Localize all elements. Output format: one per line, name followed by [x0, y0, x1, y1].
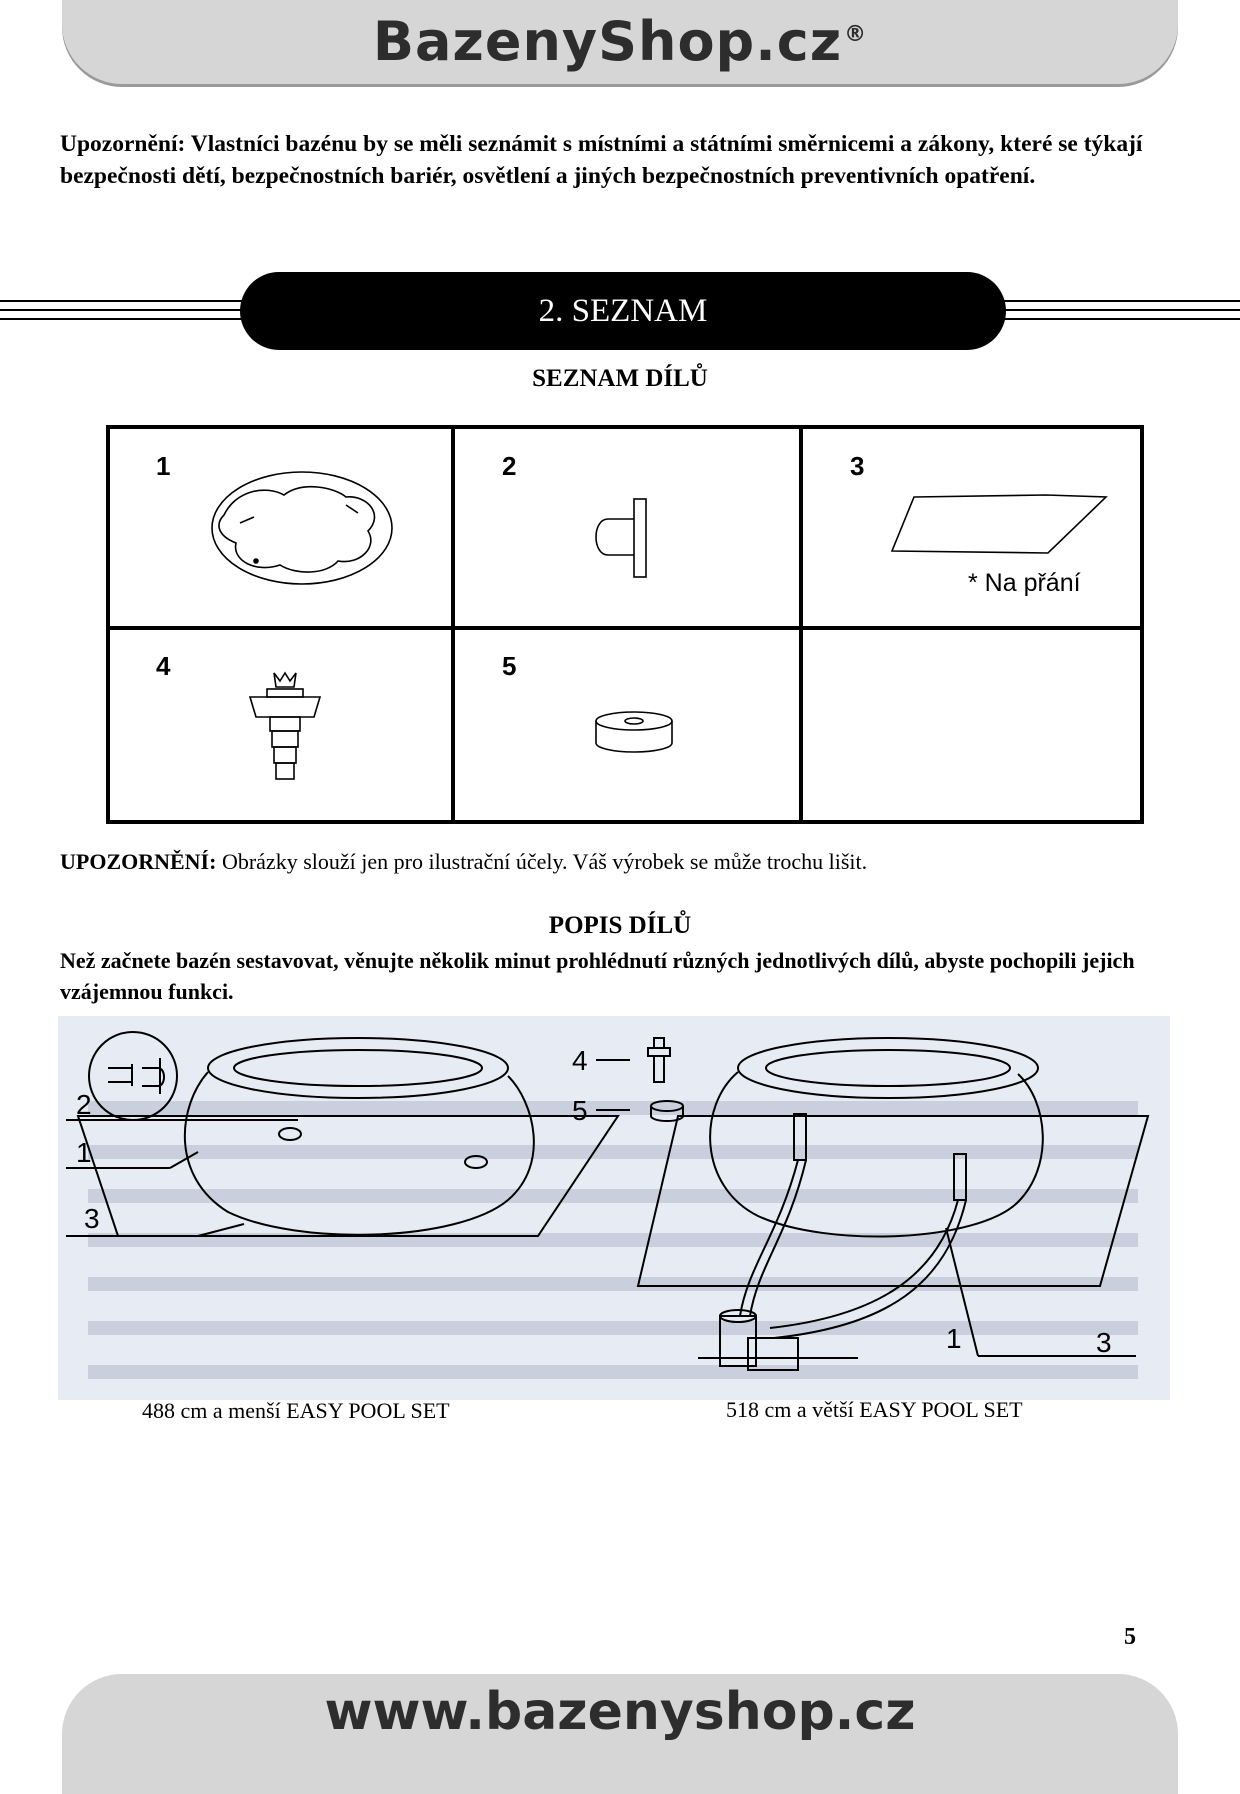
footer-url: www.bazenyshop.cz: [324, 1682, 916, 1742]
ground-cloth-icon: [890, 494, 1108, 554]
part-number-1: 1: [156, 451, 170, 481]
small-pool-caption: 488 cm a menší EASY POOL SET: [142, 1398, 450, 1423]
parts-description-heading: POPIS DÍLŮ: [548, 912, 692, 939]
left-callout-lines: [66, 1119, 298, 1237]
part-number-4: 4: [156, 651, 171, 681]
seal-ring-icon: [595, 711, 673, 753]
strainer-detail-inset: [88, 1031, 178, 1121]
page-number: 5: [1124, 1624, 1136, 1650]
pool-liner-icon: [211, 471, 393, 585]
assembly-diagram: 2 1 3 4 5 1 3: [58, 1016, 1170, 1400]
filter-pump-and-hoses: [719, 1113, 967, 1371]
parts-grid: 1 2 3 * Na přání 4 5: [106, 425, 1144, 824]
right-callout-lines: [698, 1227, 1136, 1359]
illustration-note: UPOZORNĚNÍ: Obrázky slouží jen pro ilust…: [60, 849, 868, 874]
callout-3: 3: [84, 1203, 100, 1234]
small-pool-illustration: [76, 1037, 620, 1237]
plunger-valve-icon: [248, 671, 322, 780]
brand-logo: BazenyShop.cz®: [372, 10, 868, 73]
strainer-connector-icon: [595, 498, 647, 578]
footer-banner: www.bazenyshop.cz: [62, 1674, 1178, 1794]
large-pool-caption: 518 cm a větší EASY POOL SET: [726, 1397, 1023, 1422]
callout-4: 4: [572, 1045, 588, 1076]
large-pool-illustration: [636, 1037, 1150, 1287]
safety-warning: Upozornění: Vlastníci bazénu by se měli …: [60, 131, 1143, 189]
part-number-3: 3: [850, 451, 864, 481]
callout-1: 1: [76, 1137, 92, 1168]
center-parts: [596, 1037, 684, 1122]
brand-header: BazenyShop.cz®: [62, 0, 1178, 84]
optional-note: * Na přání: [968, 569, 1081, 597]
parts-description-intro: Než začnete bazén sestavovat, věnujte ně…: [60, 948, 1135, 1004]
section-title: 2. SEZNAM: [240, 272, 1006, 350]
part-number-2: 2: [502, 451, 516, 481]
faded-background-print: [88, 1101, 1138, 1379]
callout-1-large: 1: [946, 1323, 962, 1354]
parts-list-heading: SEZNAM DÍLŮ: [532, 365, 708, 392]
part-number-5: 5: [502, 651, 516, 681]
callout-3-large: 3: [1096, 1327, 1112, 1358]
callout-2: 2: [76, 1089, 92, 1120]
callout-5: 5: [572, 1095, 588, 1126]
